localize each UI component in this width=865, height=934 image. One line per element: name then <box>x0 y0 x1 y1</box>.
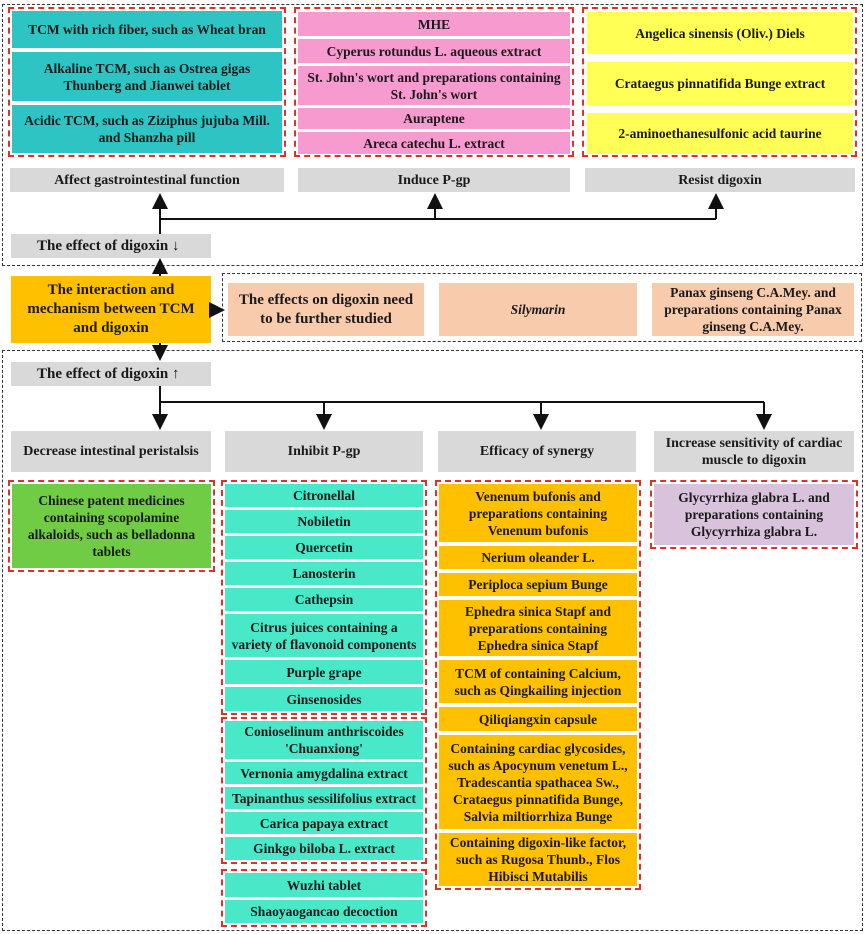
synergy-item: TCM of containing Calcium, such as Qingk… <box>439 660 637 703</box>
increase-section-frame <box>2 350 863 931</box>
inhibit-pgp-items-group-1 <box>221 480 427 715</box>
synergy-item: Ephedra sinica Stapf and preparations co… <box>439 600 637 656</box>
unclear-label: The effects on digoxin need to be furthe… <box>228 283 424 336</box>
inhibit-pgp-items-group-2 <box>221 717 427 864</box>
synergy-items-group <box>435 480 641 890</box>
unclear-item-silymarin: Silymarin <box>439 283 637 336</box>
induce-pgp-item: Areca catechu L. extract <box>298 132 570 154</box>
mechanism-induce-pgp: Induce P-gp <box>298 168 570 192</box>
inhibit-pgp-item: Conioselinum anthriscoides 'Chuanxiong' <box>225 721 423 759</box>
mechanism-affect-gi: Affect gastrointestinal function <box>10 168 284 192</box>
peristalsis-item: Chinese patent medicines containing scop… <box>12 484 211 568</box>
unclear-item-panax: Panax ginseng C.A.Mey. and preparations … <box>652 283 854 336</box>
synergy-item: Containing digoxin-like factor, such as … <box>439 833 637 886</box>
inhibit-pgp-item: Tapinanthus sessilifolius extract <box>225 787 423 809</box>
resist-digoxin-item: Crataegus pinnatifida Bunge extract <box>587 62 853 105</box>
inhibit-pgp-item: Cathepsin <box>225 588 423 611</box>
inhibit-pgp-item: Carica papaya extract <box>225 812 423 834</box>
induce-pgp-item: Auraptene <box>298 108 570 129</box>
inhibit-pgp-item: Quercetin <box>225 536 423 559</box>
effect-decrease-label: The effect of digoxin ↓ <box>11 234 211 258</box>
gi-item: Acidic TCM, such as Ziziphus jujuba Mill… <box>12 105 282 153</box>
induce-pgp-item: St. John's wort and preparations contain… <box>298 66 570 105</box>
central-node: The interaction and mechanism between TC… <box>11 276 211 343</box>
decrease-section-frame <box>2 4 863 266</box>
inhibit-pgp-item: Vernonia amygdalina extract <box>225 762 423 784</box>
cardiac-items-group <box>650 480 858 549</box>
inhibit-pgp-item: Citronellal <box>225 484 423 507</box>
gi-item: Alkaline TCM, such as Ostrea gigas Thunb… <box>12 52 282 101</box>
resist-digoxin-items-group <box>582 7 857 157</box>
gi-items-group <box>8 7 286 157</box>
induce-pgp-item: MHE <box>298 12 570 36</box>
inhibit-pgp-item: Shaoyaogancao decoction <box>225 900 423 923</box>
inhibit-pgp-item: Nobiletin <box>225 510 423 533</box>
synergy-item: Qiliqiangxin capsule <box>439 707 637 731</box>
inhibit-pgp-item: Ginkgo biloba L. extract <box>225 837 423 860</box>
cardiac-item: Glycyrrhiza glabra L. and preparations c… <box>654 484 854 545</box>
peristalsis-items-group <box>8 480 215 572</box>
induce-pgp-items-group <box>294 7 574 157</box>
synergy-item: Nerium oleander L. <box>439 546 637 569</box>
inhibit-pgp-item: Citrus juices containing a variety of fl… <box>225 614 423 657</box>
resist-digoxin-item: Angelica sinensis (Oliv.) Diels <box>587 12 853 54</box>
mechanism-decrease-peristalsis: Decrease intestinal peristalsis <box>11 431 211 472</box>
inhibit-pgp-item: Wuzhi tablet <box>225 873 423 897</box>
inhibit-pgp-items-group-3 <box>221 869 427 927</box>
synergy-item: Venenum bufonis and preparations contain… <box>439 484 637 542</box>
gi-item: TCM with rich fiber, such as Wheat bran <box>12 11 282 48</box>
inhibit-pgp-item: Ginsenosides <box>225 687 423 711</box>
mechanism-inhibit-pgp: Inhibit P-gp <box>225 431 423 472</box>
synergy-item: Periploca sepium Bunge <box>439 573 637 596</box>
induce-pgp-item: Cyperus rotundus L. aqueous extract <box>298 39 570 63</box>
resist-digoxin-item: 2-aminoethanesulfonic acid taurine <box>587 113 853 154</box>
mechanism-cardiac-sensitivity: Increase sensitivity of cardiac muscle t… <box>654 431 854 472</box>
inhibit-pgp-item: Purple grape <box>225 660 423 684</box>
inhibit-pgp-item: Lanosterin <box>225 562 423 585</box>
mechanism-synergy: Efficacy of synergy <box>438 431 636 472</box>
effect-increase-label: The effect of digoxin ↑ <box>11 362 211 386</box>
synergy-item: Containing cardiac glycosides, such as A… <box>439 735 637 829</box>
mechanism-resist-digoxin: Resist digoxin <box>585 168 855 192</box>
